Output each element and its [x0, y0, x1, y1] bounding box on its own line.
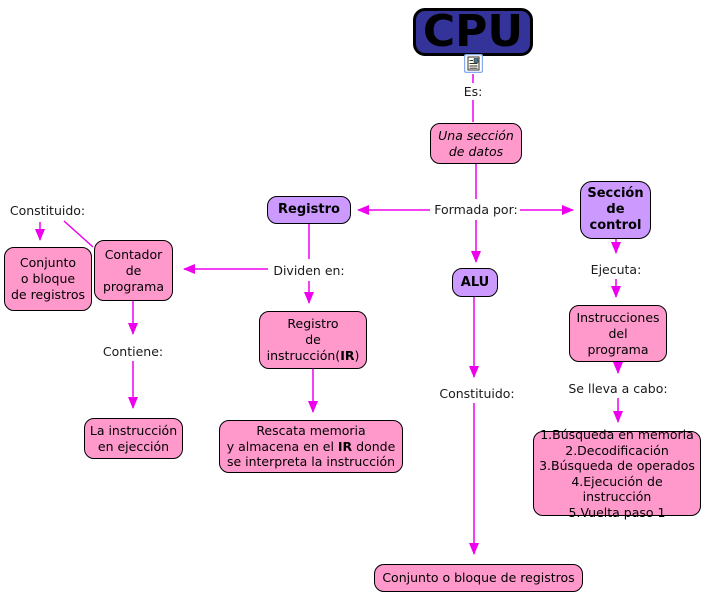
- link-label-formada-por[interactable]: Formada por:: [434, 202, 518, 217]
- node-rescata-memoria[interactable]: Rescata memoria y almacena en el IR dond…: [219, 420, 403, 473]
- node-text: Conjunto o bloque de registros: [11, 255, 85, 302]
- node-text: donde se interpreta la instrucción: [226, 438, 396, 470]
- node-registro-de-instruccion[interactable]: Registro de instrucción(IR): [259, 311, 367, 369]
- node-text: Registro: [278, 202, 340, 217]
- node-text: Rescata memoria y almacena en el: [226, 423, 366, 454]
- node-text-wrap: Registro de instrucción(IR): [267, 316, 360, 364]
- link-label-constituido-left[interactable]: Constituido:: [9, 203, 86, 218]
- node-text: Contador de programa: [102, 246, 165, 294]
- node-instrucciones-del-programa[interactable]: Instrucciones del programa: [569, 305, 667, 362]
- node-text: ALU: [460, 274, 490, 290]
- connector-line: [63, 220, 94, 248]
- node-cpu[interactable]: CPU: [413, 8, 533, 56]
- node-text-bold: IR: [337, 438, 353, 454]
- node-cpu-label: CPU: [422, 6, 524, 57]
- node-la-instruccion-en-ejeccion[interactable]: La instrucción en ejección: [84, 418, 183, 459]
- node-conjunto-o-bloque-left[interactable]: Conjunto o bloque de registros: [4, 247, 92, 311]
- node-text: Instrucciones del programa: [576, 309, 660, 357]
- node-contador-de-programa[interactable]: Contador de programa: [94, 240, 173, 301]
- node-text: Registro de instrucción(: [266, 316, 341, 363]
- note-icon[interactable]: [463, 53, 484, 74]
- node-pasos-ciclo-instruccion[interactable]: 1.Búsqueda en memoria 2.Decodificación 3…: [533, 427, 701, 520]
- node-text-wrap: Rescata memoria y almacena en el IR dond…: [227, 423, 396, 470]
- node-conjunto-o-bloque-bottom[interactable]: Conjunto o bloque de registros: [374, 564, 583, 592]
- node-seccion-de-control[interactable]: Sección de control: [580, 181, 651, 239]
- node-text-bold: IR: [340, 348, 355, 363]
- node-una-seccion-de-datos[interactable]: Una sección de datos: [430, 123, 522, 164]
- node-text: Sección de control: [587, 186, 644, 233]
- node-text: ): [354, 348, 360, 363]
- node-text: Una sección de datos: [438, 127, 514, 159]
- link-label-es[interactable]: Es:: [463, 84, 483, 99]
- link-label-constituido-center[interactable]: Constituido:: [439, 386, 515, 401]
- link-label-dividen-en[interactable]: Dividen en:: [273, 263, 345, 278]
- node-registro[interactable]: Registro: [267, 196, 351, 224]
- node-alu[interactable]: ALU: [452, 268, 498, 297]
- node-text: La instrucción en ejección: [89, 422, 178, 454]
- link-label-contiene[interactable]: Contiene:: [102, 344, 164, 359]
- node-text: 1.Búsqueda en memoria 2.Decodificación 3…: [539, 427, 695, 520]
- link-label-se-lleva-a-cabo[interactable]: Se lleva a cabo:: [568, 381, 668, 396]
- link-label-ejecuta[interactable]: Ejecuta:: [590, 262, 642, 277]
- node-text: Conjunto o bloque de registros: [382, 570, 575, 585]
